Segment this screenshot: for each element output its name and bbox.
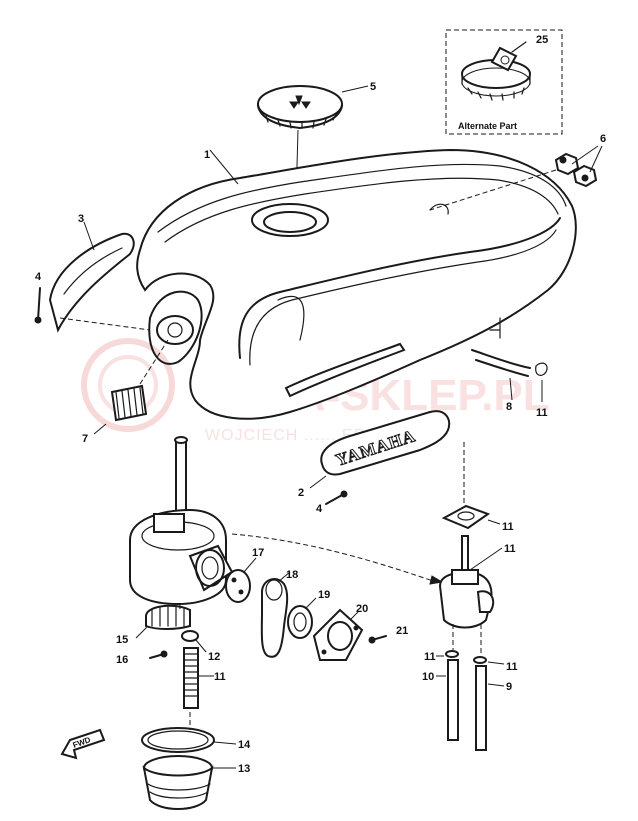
fuel-cock-right: 11 11 11 11 10 9 [422, 442, 518, 751]
callout-23: 20 [356, 603, 368, 615]
watermark-logo-ring [81, 338, 175, 432]
callout-11a: 11 [536, 407, 548, 419]
callout-13: 11 [502, 521, 514, 533]
callout-5: 5 [370, 81, 376, 93]
callout-4a: 4 [35, 271, 42, 283]
callout-7: 7 [82, 433, 88, 445]
callout-25: 25 [536, 34, 548, 46]
callout-18: 15 [116, 634, 128, 646]
callout-15: 12 [208, 651, 220, 663]
alternate-part-inset: 25 Alternate Part [445, 29, 563, 135]
callout-9: 9 [506, 681, 512, 693]
callout-24: 21 [396, 625, 408, 637]
callout-11c: 11 [506, 661, 518, 673]
callout-11b: 11 [424, 651, 436, 663]
callout-1: 1 [204, 149, 210, 161]
filter-parts: 15 16 12 11 [116, 604, 226, 730]
rubber-cushions: 6 [429, 133, 606, 211]
callout-17: 14 [238, 739, 251, 751]
callout-22: 19 [318, 589, 330, 601]
side-cover-left: 3 4 [34, 213, 151, 333]
fuel-hose-top: 8 11 [471, 349, 548, 419]
callout-4b: 4 [316, 503, 323, 515]
forward-arrow: FWD [60, 728, 106, 760]
callout-20: 17 [252, 547, 264, 559]
callout-19: 16 [116, 654, 128, 666]
inset-caption: Alternate Part [458, 121, 517, 131]
callout-2: 2 [298, 487, 304, 499]
callout-16: 13 [238, 763, 250, 775]
fuel-cock-left [129, 436, 234, 606]
callout-12: 11 [504, 543, 516, 555]
callout-6: 6 [600, 133, 606, 145]
callout-14: 11 [214, 671, 226, 683]
callout-8: 8 [506, 401, 512, 413]
fuel-cap: 5 [257, 81, 376, 203]
callout-10: 10 [422, 671, 434, 683]
callout-21: 18 [286, 569, 298, 581]
knob: 7 [82, 339, 169, 445]
sediment-bowl: 14 13 [141, 727, 251, 810]
callout-3: 3 [78, 213, 84, 225]
fuel-cock-parts: 17 18 19 20 21 [225, 533, 444, 661]
fuel-tank: 1 [136, 148, 577, 420]
